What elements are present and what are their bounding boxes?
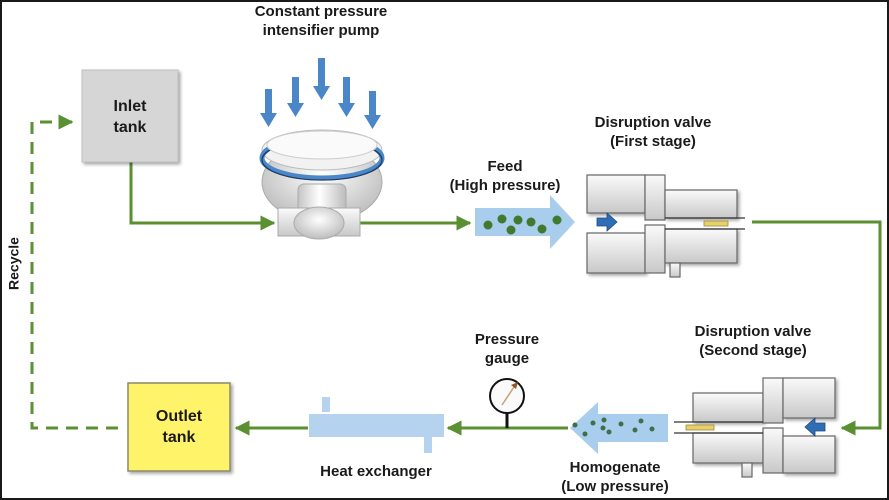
outlet-tank-label: Outlet tank bbox=[128, 406, 230, 448]
particle bbox=[526, 217, 536, 227]
homogenate-label: Homogenate (Low pressure) bbox=[540, 458, 690, 496]
feed-label-line1: Feed bbox=[487, 158, 523, 175]
particle bbox=[601, 417, 607, 423]
feed-particles bbox=[483, 214, 562, 235]
homogenate-label-line1: Homogenate bbox=[569, 459, 661, 476]
valve-first-label: Disruption valve (First stage) bbox=[578, 113, 728, 151]
particle bbox=[638, 418, 644, 424]
particle bbox=[632, 427, 638, 433]
pressure-arrow-icon bbox=[338, 77, 355, 117]
valve-first-label-line1: Disruption valve bbox=[594, 114, 712, 131]
pressure-arrow-icon bbox=[313, 58, 330, 100]
pressure-arrow-icon bbox=[260, 89, 277, 127]
valve-seat bbox=[685, 424, 715, 431]
flow-direction-arrow-icon bbox=[596, 212, 618, 232]
homogenate-arrow bbox=[570, 402, 668, 454]
pressure-gauge-icon bbox=[489, 378, 525, 428]
pump-label-line1: Constant pressure bbox=[254, 3, 388, 20]
edge-inlet-to-pump bbox=[129, 162, 276, 231]
inlet-tank bbox=[81, 69, 179, 163]
recycle-label: Recycle bbox=[5, 237, 22, 290]
particle bbox=[600, 425, 606, 431]
outlet-tank-label-line1: Outlet bbox=[155, 408, 203, 425]
valve-first-label-line2: (First stage) bbox=[610, 133, 696, 150]
particle bbox=[606, 429, 612, 435]
feed-label: Feed (High pressure) bbox=[430, 157, 580, 195]
pressure-arrow-icon bbox=[287, 77, 304, 117]
edge-valve1-to-valve2 bbox=[752, 220, 882, 436]
flow-lines bbox=[30, 114, 882, 436]
disruption-valve-first bbox=[586, 174, 745, 278]
gauge-label-line2: gauge bbox=[484, 350, 530, 367]
flow-direction-arrow-icon bbox=[804, 417, 826, 437]
gauge-label-line1: Pressure bbox=[474, 331, 540, 348]
particle bbox=[497, 214, 507, 224]
homogenate-particles bbox=[572, 417, 655, 437]
valve-second-label-line1: Disruption valve bbox=[694, 323, 812, 340]
particle bbox=[513, 215, 523, 225]
disruption-valve-second bbox=[674, 377, 836, 478]
particle bbox=[618, 421, 624, 427]
outlet-tank-label-line2: tank bbox=[162, 429, 196, 446]
particle bbox=[572, 422, 578, 428]
feed-label-line2: (High pressure) bbox=[449, 177, 561, 194]
gauge-needle bbox=[501, 386, 515, 406]
gauge-label: Pressure gauge bbox=[457, 330, 557, 368]
inlet-tank-label-line2: tank bbox=[113, 119, 147, 136]
heat-exchanger-label: Heat exchanger bbox=[320, 463, 432, 480]
pressure-arrows bbox=[260, 58, 381, 129]
particle bbox=[483, 220, 493, 230]
outlet-tank bbox=[127, 382, 231, 472]
valve-seat bbox=[703, 220, 729, 227]
homogenate-label-line2: (Low pressure) bbox=[561, 478, 669, 495]
particle bbox=[649, 426, 655, 432]
inlet-tank-label: Inlet tank bbox=[82, 96, 178, 138]
valve-second-label: Disruption valve (Second stage) bbox=[678, 322, 828, 360]
pressure-arrow-icon bbox=[364, 91, 381, 129]
inlet-tank-label-line1: Inlet bbox=[113, 98, 147, 115]
valve-second-label-line2: (Second stage) bbox=[699, 342, 807, 359]
particle bbox=[582, 431, 588, 437]
pump-label-line2: intensifier pump bbox=[262, 22, 380, 39]
particle bbox=[552, 215, 562, 225]
feed-arrow bbox=[475, 195, 575, 249]
particle bbox=[537, 224, 547, 234]
pump-label: Constant pressure intensifier pump bbox=[232, 2, 410, 40]
heat-exchanger-icon bbox=[309, 397, 444, 453]
particle bbox=[506, 225, 516, 235]
edge-recycle bbox=[30, 114, 118, 430]
pump-icon bbox=[259, 58, 385, 240]
particle bbox=[590, 420, 596, 426]
